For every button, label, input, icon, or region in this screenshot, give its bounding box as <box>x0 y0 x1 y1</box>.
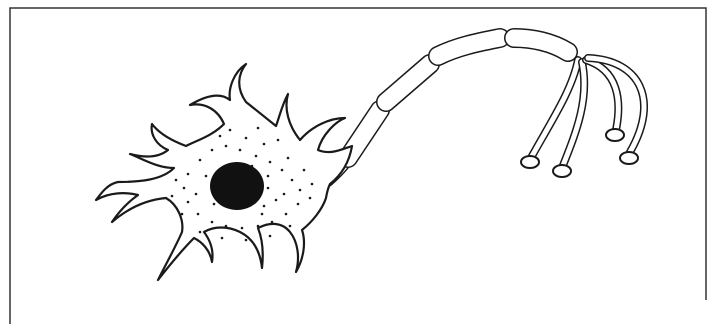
granule-dot <box>257 127 260 130</box>
granule-dot <box>283 193 286 196</box>
granule-dot <box>175 179 178 182</box>
granule-dot <box>269 161 272 164</box>
granule-dot <box>181 213 184 216</box>
granule-dot <box>269 235 272 238</box>
granule-dot <box>187 201 190 204</box>
granule-dot <box>261 213 264 216</box>
granule-dot <box>183 187 186 190</box>
granule-dot <box>205 175 208 178</box>
axon-terminals <box>521 58 644 177</box>
granule-dot <box>297 203 300 206</box>
granule-dot <box>245 137 248 140</box>
granule-dot <box>285 213 288 216</box>
synaptic-bulb <box>606 129 624 141</box>
nucleus <box>210 162 264 210</box>
granule-dot <box>267 175 270 178</box>
granule-dot <box>303 169 306 172</box>
granule-dot <box>311 183 314 186</box>
granule-dot <box>275 199 278 202</box>
granule-dot <box>229 129 232 132</box>
granule-dot <box>195 193 198 196</box>
granule-dot <box>257 225 260 228</box>
granule-dot <box>221 237 224 240</box>
granule-dot <box>289 225 292 228</box>
granule-dot <box>263 143 266 146</box>
synaptic-bulb <box>553 165 571 177</box>
granule-dot <box>245 239 248 242</box>
granule-dot <box>299 189 302 192</box>
granule-dot <box>171 195 174 198</box>
granule-dot <box>281 169 284 172</box>
granule-dot <box>225 225 228 228</box>
granule-dot <box>197 213 200 216</box>
granule-dot <box>187 173 190 176</box>
synaptic-bulb <box>620 152 638 164</box>
granule-dot <box>199 231 202 234</box>
granule-dot <box>263 205 266 208</box>
granule-dot <box>255 155 258 158</box>
granule-dot <box>219 135 222 138</box>
granule-dot <box>213 203 216 206</box>
granule-dot <box>239 149 242 152</box>
granule-dot <box>267 187 270 190</box>
granule-dot <box>199 159 202 162</box>
granule-dot <box>287 157 290 160</box>
granule-dot <box>241 227 244 230</box>
granule-dot <box>225 145 228 148</box>
granule-dot <box>291 179 294 182</box>
granule-dot <box>309 197 312 200</box>
granule-dot <box>211 221 214 224</box>
granule-dot <box>277 139 280 142</box>
granule-dot <box>271 221 274 224</box>
synaptic-bulb <box>521 156 539 168</box>
granule-dot <box>211 149 214 152</box>
figure-frame <box>10 8 706 324</box>
myelin-sheath <box>348 38 568 158</box>
